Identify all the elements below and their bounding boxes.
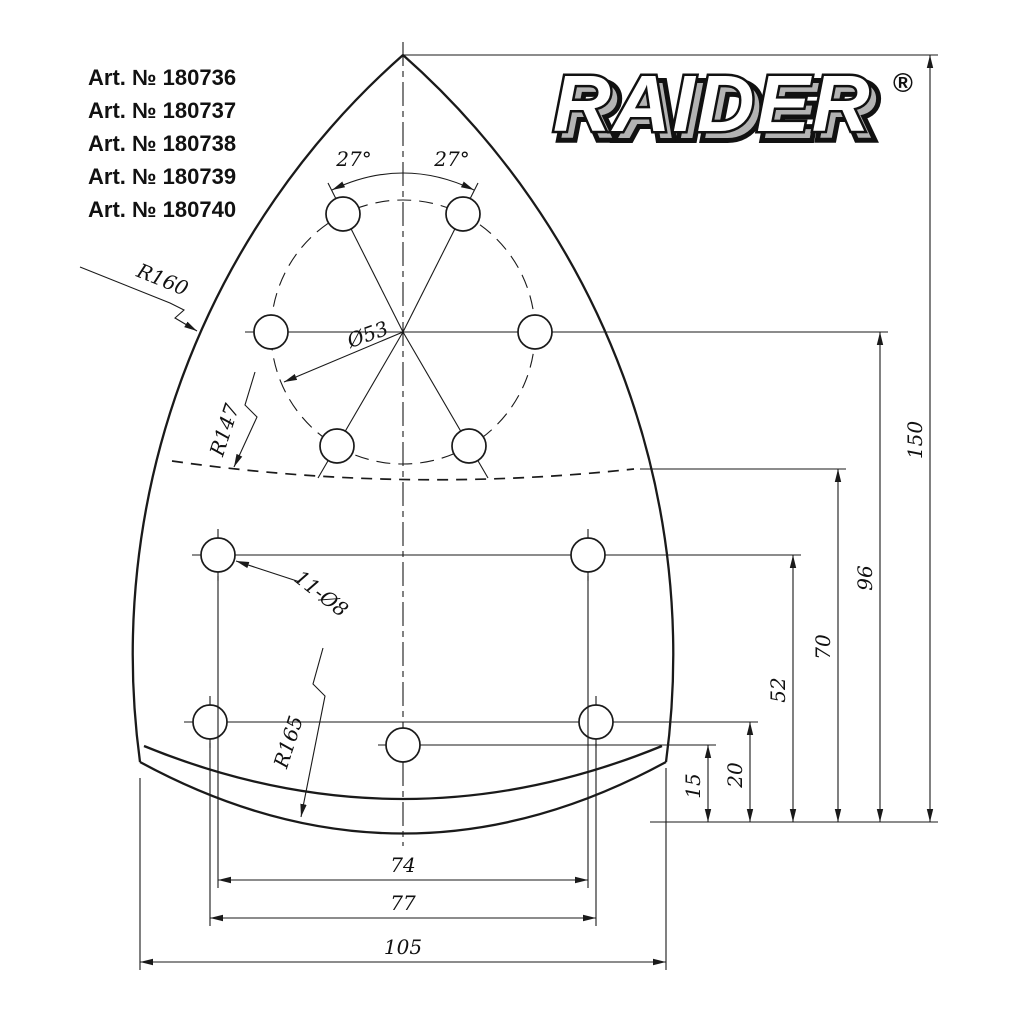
- hole: [451, 428, 487, 464]
- extension-lines-right: [403, 54, 938, 823]
- dim-label-77: 77: [390, 891, 416, 915]
- dim-label-15: 15: [681, 773, 705, 798]
- hole: [445, 196, 481, 232]
- raider-logo: RAIDER RAIDER ®: [551, 57, 914, 161]
- hole: [200, 537, 236, 573]
- logo-text: RAIDER: [553, 59, 872, 148]
- platen-dashed-curve: [171, 460, 635, 481]
- vertical-dimensions: 15 20 52 70 96 150: [681, 55, 934, 822]
- article-list: Art. № 180736 Art. № 180737 Art. № 18073…: [88, 65, 236, 222]
- article-number-1: Art. № 180736: [88, 65, 236, 90]
- pad-left-edge: [131, 54, 404, 763]
- pad-bottom-inner-curve: [143, 744, 663, 801]
- diameter-leader: [283, 331, 404, 383]
- angle-right-label: 27°: [433, 147, 469, 171]
- dim-label-74: 74: [390, 853, 415, 877]
- hole: [385, 727, 421, 763]
- pad-right-edge: [402, 54, 675, 763]
- hole: [517, 314, 553, 350]
- holes-leader: [235, 560, 301, 583]
- article-number-5: Art. № 180740: [88, 197, 236, 222]
- registered-trademark-symbol: ®: [893, 68, 913, 98]
- dim-label-96: 96: [853, 565, 877, 591]
- article-number-2: Art. № 180737: [88, 98, 236, 123]
- extension-lines-bottom: [139, 576, 667, 970]
- hole: [253, 314, 289, 350]
- logo-text-shadow: RAIDER: [560, 66, 879, 155]
- r147-leader: [233, 371, 258, 468]
- dim-label-52: 52: [766, 677, 790, 702]
- hole: [325, 196, 361, 232]
- hole: [192, 704, 228, 740]
- r165-leader: [300, 647, 326, 818]
- hole: [578, 704, 614, 740]
- hole: [570, 537, 606, 573]
- r160-leader: [79, 266, 198, 332]
- angle-left-label: 27°: [335, 147, 371, 171]
- dim-label-70: 70: [811, 634, 835, 660]
- dim-label-150: 150: [903, 421, 927, 459]
- article-number-3: Art. № 180738: [88, 131, 236, 156]
- article-number-4: Art. № 180739: [88, 164, 236, 189]
- dim-label-105: 105: [384, 935, 422, 959]
- horizontal-dimensions: 74 77 105: [140, 853, 666, 966]
- hole: [319, 428, 355, 464]
- pad-outline: [131, 54, 675, 835]
- angle-dimension: 27° 27°: [331, 147, 475, 191]
- angle-arc: [331, 172, 475, 191]
- dim-label-20: 20: [723, 762, 747, 789]
